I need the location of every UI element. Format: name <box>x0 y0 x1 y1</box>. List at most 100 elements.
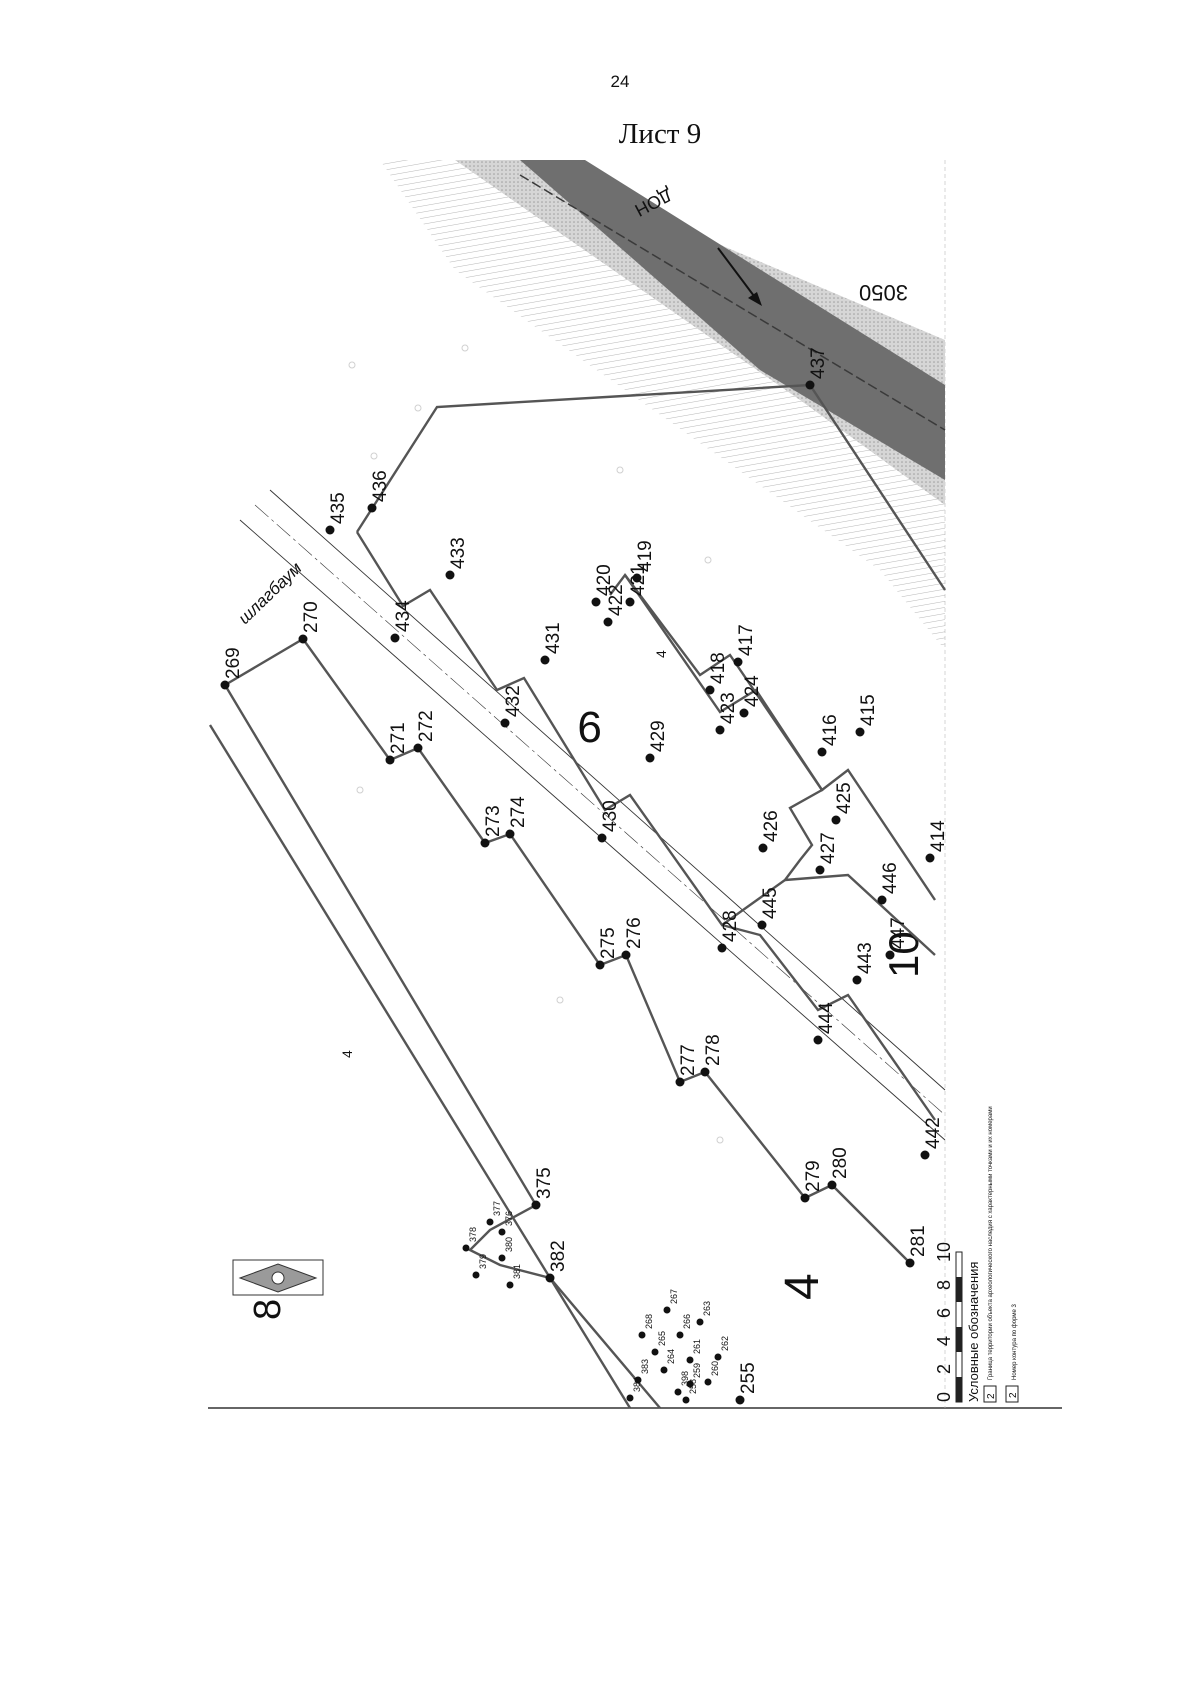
point-label: 420 <box>594 564 615 596</box>
boundary-point <box>540 655 550 665</box>
scale-tick-0: 0 <box>934 1392 954 1402</box>
point-label: 428 <box>720 910 741 942</box>
point-label: 271 <box>388 722 409 754</box>
boundary-point <box>700 1067 710 1077</box>
point-label: 446 <box>880 862 901 894</box>
boundary-point <box>445 570 455 580</box>
sheet-title: Лист 9 <box>618 118 702 150</box>
boundary-point <box>220 680 230 690</box>
boundary-point <box>925 853 935 863</box>
scale-bar <box>955 1251 963 1403</box>
point-label: 417 <box>736 624 757 656</box>
boundary-point <box>486 1218 494 1226</box>
point-label: 265 <box>657 1331 667 1346</box>
point-label: 381 <box>512 1264 522 1279</box>
plot-small-label: 4 <box>339 1050 355 1058</box>
boundary-point <box>813 1035 823 1045</box>
boundary-point <box>505 829 515 839</box>
boundary-point <box>855 727 865 737</box>
boundary-point <box>660 1366 668 1374</box>
plot-number-4: 4 <box>776 1273 829 1300</box>
point-label: 376 <box>504 1211 514 1226</box>
legend-sample-point: 2 <box>986 1393 997 1399</box>
boundary-point <box>815 865 825 875</box>
boundary-point <box>663 1306 671 1314</box>
boundary-point <box>682 1396 690 1404</box>
scale-tick-6: 6 <box>934 1308 954 1318</box>
boundary-point <box>603 617 613 627</box>
point-label: 275 <box>598 927 619 959</box>
point-label: 278 <box>703 1034 724 1066</box>
grid-label: 3050 <box>859 280 908 305</box>
boundary-point <box>506 1281 514 1289</box>
boundary-north <box>355 383 947 591</box>
point-label: 414 <box>928 820 949 852</box>
boundary-point <box>733 657 743 667</box>
legend-item-boundary: Граница территории объекта археологическ… <box>988 1106 994 1380</box>
scale-tick-8: 8 <box>934 1280 954 1290</box>
point-label: 445 <box>760 887 781 919</box>
river-centerline <box>519 174 946 431</box>
point-label: 266 <box>682 1314 692 1329</box>
point-label: 415 <box>858 694 879 726</box>
boundary-point <box>885 950 895 960</box>
boundary-point <box>704 1378 712 1386</box>
boundary-point <box>827 1180 837 1190</box>
point-label: 419 <box>635 540 656 572</box>
boundary-point <box>625 597 635 607</box>
point-label: 447 <box>888 917 909 949</box>
boundary-point <box>715 725 725 735</box>
boundary-point <box>800 1193 810 1203</box>
scale-tick-4: 4 <box>934 1336 954 1346</box>
boundary-point <box>638 1331 646 1339</box>
legend: 0 2 4 6 8 10 Условные обозначения 2 Гран… <box>934 1106 1019 1403</box>
point-label: 383 <box>640 1359 650 1374</box>
point-label: 274 <box>508 796 529 828</box>
point-label: 384 <box>632 1377 642 1392</box>
boundary-point <box>714 1353 722 1361</box>
boundary-point <box>595 960 605 970</box>
point-label: 264 <box>666 1349 676 1364</box>
boundary-point <box>739 708 749 718</box>
point-label: 380 <box>504 1237 514 1252</box>
boundary-point <box>651 1348 659 1356</box>
point-label: 429 <box>648 720 669 752</box>
point-label: 436 <box>370 470 391 502</box>
bank-hatching <box>380 160 945 650</box>
boundary-point <box>696 1318 704 1326</box>
boundary-point <box>735 1395 745 1405</box>
boundary-point <box>597 833 607 843</box>
point-label: 426 <box>761 810 782 842</box>
point-label: 270 <box>301 601 322 633</box>
point-label: 421 <box>628 564 649 596</box>
point-label: 260 <box>710 1361 720 1376</box>
point-label: 432 <box>503 685 524 717</box>
point-label: 398 <box>680 1371 690 1386</box>
boundary-east2 <box>784 873 936 956</box>
legend-point-sample: 2 <box>983 1385 997 1403</box>
road-label: шлагбаум <box>235 558 306 628</box>
point-label: 442 <box>923 1117 944 1149</box>
point-label: 418 <box>708 652 729 684</box>
point-label: 280 <box>830 1147 851 1179</box>
boundary-point <box>591 597 601 607</box>
boundary-point <box>531 1200 541 1210</box>
boundary-point <box>674 1388 682 1396</box>
point-label: 268 <box>644 1314 654 1329</box>
boundary-point <box>686 1356 694 1364</box>
point-label: 272 <box>416 710 437 742</box>
boundary-point <box>852 975 862 985</box>
diamond-icon <box>232 1259 324 1296</box>
scale-tick-2: 2 <box>934 1364 954 1374</box>
boundary-point <box>634 1376 642 1384</box>
scale-tick-10: 10 <box>934 1242 954 1262</box>
point-label: 259 <box>692 1363 702 1378</box>
point-label: 261 <box>692 1339 702 1354</box>
boundary-point <box>632 573 642 583</box>
point-label: 437 <box>808 347 829 379</box>
point-label: 416 <box>820 714 841 746</box>
boundary-outer-west <box>208 724 632 1409</box>
point-label: 422 <box>606 584 627 616</box>
boundary-point <box>675 1077 685 1087</box>
